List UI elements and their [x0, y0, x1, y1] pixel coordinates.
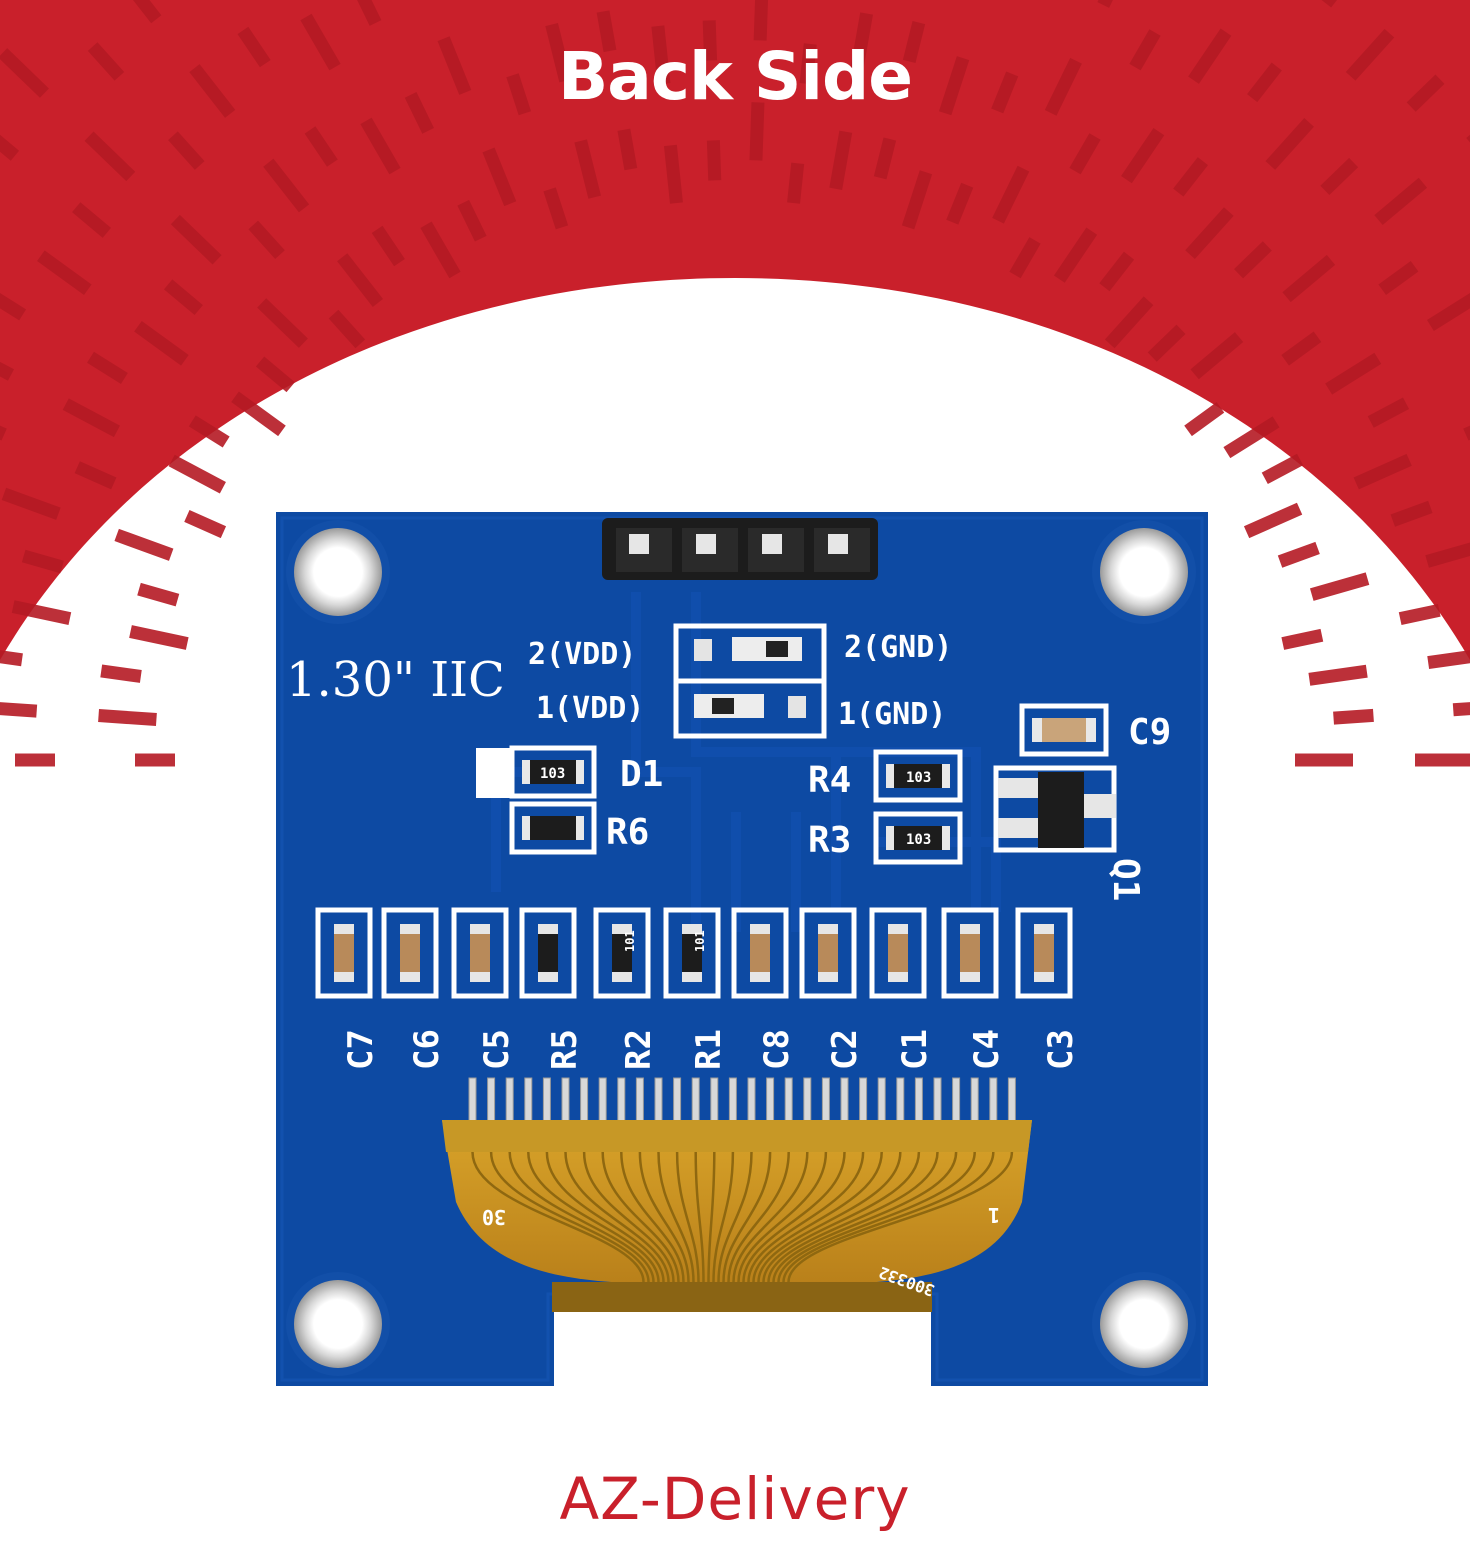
component-c3: C3: [1015, 907, 1081, 1070]
ribbon-pin-30: 30: [482, 1205, 506, 1229]
brand-logo: AZ-Delivery: [559, 1465, 911, 1533]
label-c7: C7: [341, 1029, 381, 1070]
label-vdd-1: 1(VDD): [536, 691, 644, 726]
label-r1: R1: [689, 1029, 729, 1070]
component-c2: C2: [799, 907, 865, 1070]
component-c8: C8: [731, 907, 797, 1070]
component-c1: C1: [869, 907, 935, 1070]
component-c5: C5: [451, 907, 517, 1070]
component-c7: C7: [315, 907, 381, 1070]
fpc-ribbon: [442, 1077, 1032, 1312]
resistor-code-r2: 101: [623, 930, 637, 952]
resistor-code-r6: 103: [540, 766, 565, 782]
ribbon-pin-1: 1: [988, 1203, 1000, 1227]
component-r1: R1: [663, 907, 729, 1070]
component-r5: R5: [519, 907, 585, 1070]
resistor-code-r4: 103: [906, 770, 931, 786]
mounting-hole-top-right: [1092, 520, 1196, 624]
label-c3: C3: [1041, 1029, 1081, 1070]
label-c8: C8: [757, 1029, 797, 1070]
label-q1: Q1: [1105, 858, 1146, 901]
mounting-hole-bottom-left: [286, 1272, 390, 1376]
label-c6: C6: [407, 1029, 447, 1070]
component-r2: R2: [593, 907, 659, 1070]
jumper-pads: [673, 623, 827, 739]
label-r5: R5: [545, 1029, 585, 1070]
label-c5: C5: [477, 1029, 517, 1070]
label-c2: C2: [825, 1029, 865, 1070]
label-r2: R2: [619, 1029, 659, 1070]
pin-header: [602, 518, 878, 580]
label-r4: R4: [808, 760, 851, 801]
label-c9: C9: [1128, 712, 1171, 753]
label-gnd-2: 2(GND): [844, 630, 952, 665]
component-c4: C4: [941, 907, 1007, 1070]
label-c4: C4: [967, 1029, 1007, 1070]
mounting-hole-bottom-right: [1092, 1272, 1196, 1376]
page-title: Back Side: [558, 38, 913, 115]
size-label: 1.30" IIC: [286, 652, 505, 708]
label-r3: R3: [808, 820, 851, 861]
label-d1: D1: [620, 754, 663, 795]
d1-white-mark: [476, 748, 514, 798]
resistor-code-r1: 101: [693, 930, 707, 952]
resistor-code-r3: 103: [906, 832, 931, 848]
label-vdd-2: 2(VDD): [528, 637, 636, 672]
label-c1: C1: [895, 1029, 935, 1070]
label-r6: R6: [606, 812, 649, 853]
jumper-pad-fills: [694, 637, 806, 718]
label-gnd-1: 1(GND): [838, 697, 946, 732]
component-c6: C6: [381, 907, 447, 1070]
component-row: C7 C6 C5 R5 R2 R1 C8 C2 C1 C4 C3 101 101: [315, 907, 1081, 1070]
q1-transistor: [993, 765, 1117, 853]
oled-module-board: 1.30" IIC 2(VDD) 1(VDD) 2(GND) 1(GND) 10: [276, 512, 1208, 1386]
smd-top-parts: [522, 718, 1096, 850]
mounting-hole-top-left: [286, 520, 390, 624]
